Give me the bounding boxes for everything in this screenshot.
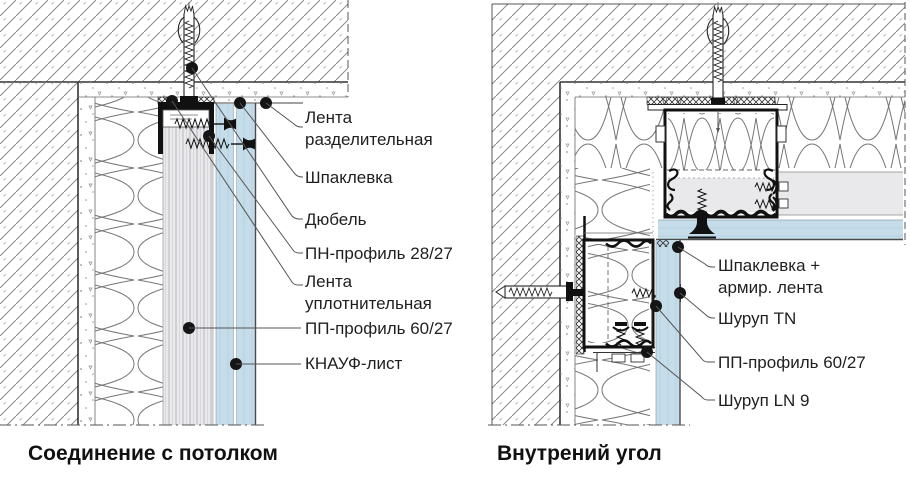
label-pp-profile-right: ПП-профиль 60/27 [718,353,866,372]
label-tn-screw: Шуруп TN [718,309,797,328]
ceiling-slab [0,0,349,97]
label-separation-tape: Лента разделительная [305,108,433,149]
left-detail-drawing [0,0,349,426]
callout-dots [166,62,272,370]
label-knauf-sheet: КНАУФ-лист [305,354,403,373]
plaster-layer [560,82,905,425]
leader-lines [171,67,303,365]
ln-screws-bottom [612,322,649,346]
label-dowel: Дюбель [305,210,367,229]
caption-inner-corner: Внутрений угол [497,442,662,465]
wall-drywall-board [655,240,681,425]
ln-screws-side [754,179,789,212]
wall-slab [491,4,560,425]
right-detail-drawing [488,2,906,426]
label-sealing-tape: Лента уплотнительная [305,272,432,313]
insulation-layer [95,97,163,425]
drywall-boards [215,103,257,425]
label-ln-screw: Шуруп LN 9 [718,391,810,410]
ceiling-drywall-board [656,219,903,241]
dowel-anchor-icon [706,2,730,133]
leader-lines [646,246,715,401]
wall-slab [0,82,79,425]
furring-band [778,171,903,216]
label-pp-profile-left: ПП-профиль 60/27 [305,319,453,338]
pp-profile-60-27-section [646,96,788,219]
label-putty-reinforcing-tape: Шпаклевка + армир. лента [718,256,823,297]
tn-screw-ceiling [688,188,716,239]
label-pn-profile: ПН-профиль 28/27 [305,244,453,263]
dowel-anchor-icon [177,2,201,103]
caption-ceiling-junction: Соединение с потолком [28,442,278,465]
wall-anchor-screw [495,282,586,301]
label-putty: Шпаклевка [305,168,393,187]
pp-profile-plane [162,104,214,425]
